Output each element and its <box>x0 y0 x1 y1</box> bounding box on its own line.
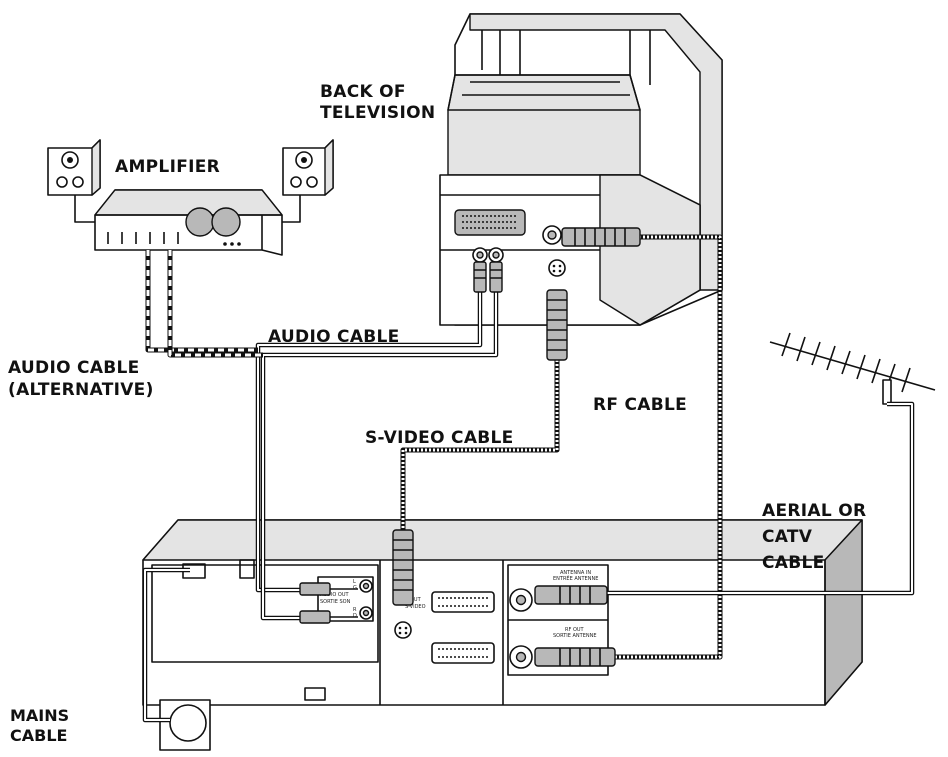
rf-cable <box>534 227 723 667</box>
amplifier-knob-right <box>211 207 241 237</box>
label-rf-cable: RF CABLE <box>593 395 687 415</box>
label-audio-cable: AUDIO CABLE <box>268 327 400 347</box>
television <box>439 13 723 326</box>
aerial-cable <box>534 401 915 605</box>
label-aerial-line2: CATV <box>762 527 813 547</box>
label-mains-line2: CABLE <box>10 726 67 745</box>
vcr-audio-out-label: AUDIO OUT <box>320 592 350 598</box>
label-audio-cable-alt-line1: AUDIO CABLE <box>8 358 140 378</box>
speaker-wire-left <box>74 195 95 223</box>
label-amplifier: AMPLIFIER <box>115 157 220 177</box>
vcr-out-label: OUT <box>410 597 422 603</box>
label-back-of-television-line2: TELEVISION <box>320 103 435 123</box>
speaker-right <box>282 139 334 196</box>
vcr-entree-antenne-label: ENTRÉE ANTENNE <box>553 574 598 582</box>
vcr-sortie-son-label: SORTIE SON <box>320 599 351 605</box>
vcr: AUDIO OUT SORTIE SON L G R D OUT S-VIDEO… <box>142 519 863 706</box>
vcr-scart-2 <box>431 642 495 664</box>
label-back-of-television-line1: BACK OF <box>320 82 406 102</box>
amplifier-knob-left <box>185 207 215 237</box>
tv-s-video-socket <box>548 259 566 277</box>
aerial-antenna <box>769 332 936 405</box>
audio-cable-alternative <box>145 250 263 358</box>
label-audio-cable-alt-line2: (ALTERNATIVE) <box>8 380 154 400</box>
vcr-scart-1 <box>431 591 495 613</box>
speaker-wire-right <box>282 195 301 223</box>
amplifier <box>94 189 283 256</box>
label-aerial-line1: AERIAL OR <box>762 501 866 521</box>
vcr-audio-left-fr-label: G <box>353 585 357 591</box>
vcr-audio-right-fr-label: D <box>353 613 357 619</box>
vcr-s-video-socket <box>394 621 412 639</box>
vcr-audio-left-label: L <box>353 579 356 585</box>
label-s-video-cable: S-VIDEO CABLE <box>365 428 514 448</box>
vcr-antenna-in-label: ANTENNA IN <box>560 570 591 576</box>
vcr-mains-socket <box>182 563 206 579</box>
s-video-cable <box>392 289 568 606</box>
mains-cable <box>142 567 190 723</box>
tv-scart-pins <box>462 215 518 229</box>
vcr-sortie-antenne-label: SORTIE ANTENNE <box>553 633 597 639</box>
label-aerial-line3: CABLE <box>762 553 825 573</box>
vcr-s-video-label: S-VIDEO <box>405 604 426 610</box>
vcr-audio-right-label: R <box>353 607 357 613</box>
mains-wall-socket <box>159 699 211 751</box>
vcr-rf-out-label: RF OUT <box>565 627 585 633</box>
label-mains-line1: MAINS <box>10 706 69 725</box>
speaker-left <box>47 139 101 196</box>
